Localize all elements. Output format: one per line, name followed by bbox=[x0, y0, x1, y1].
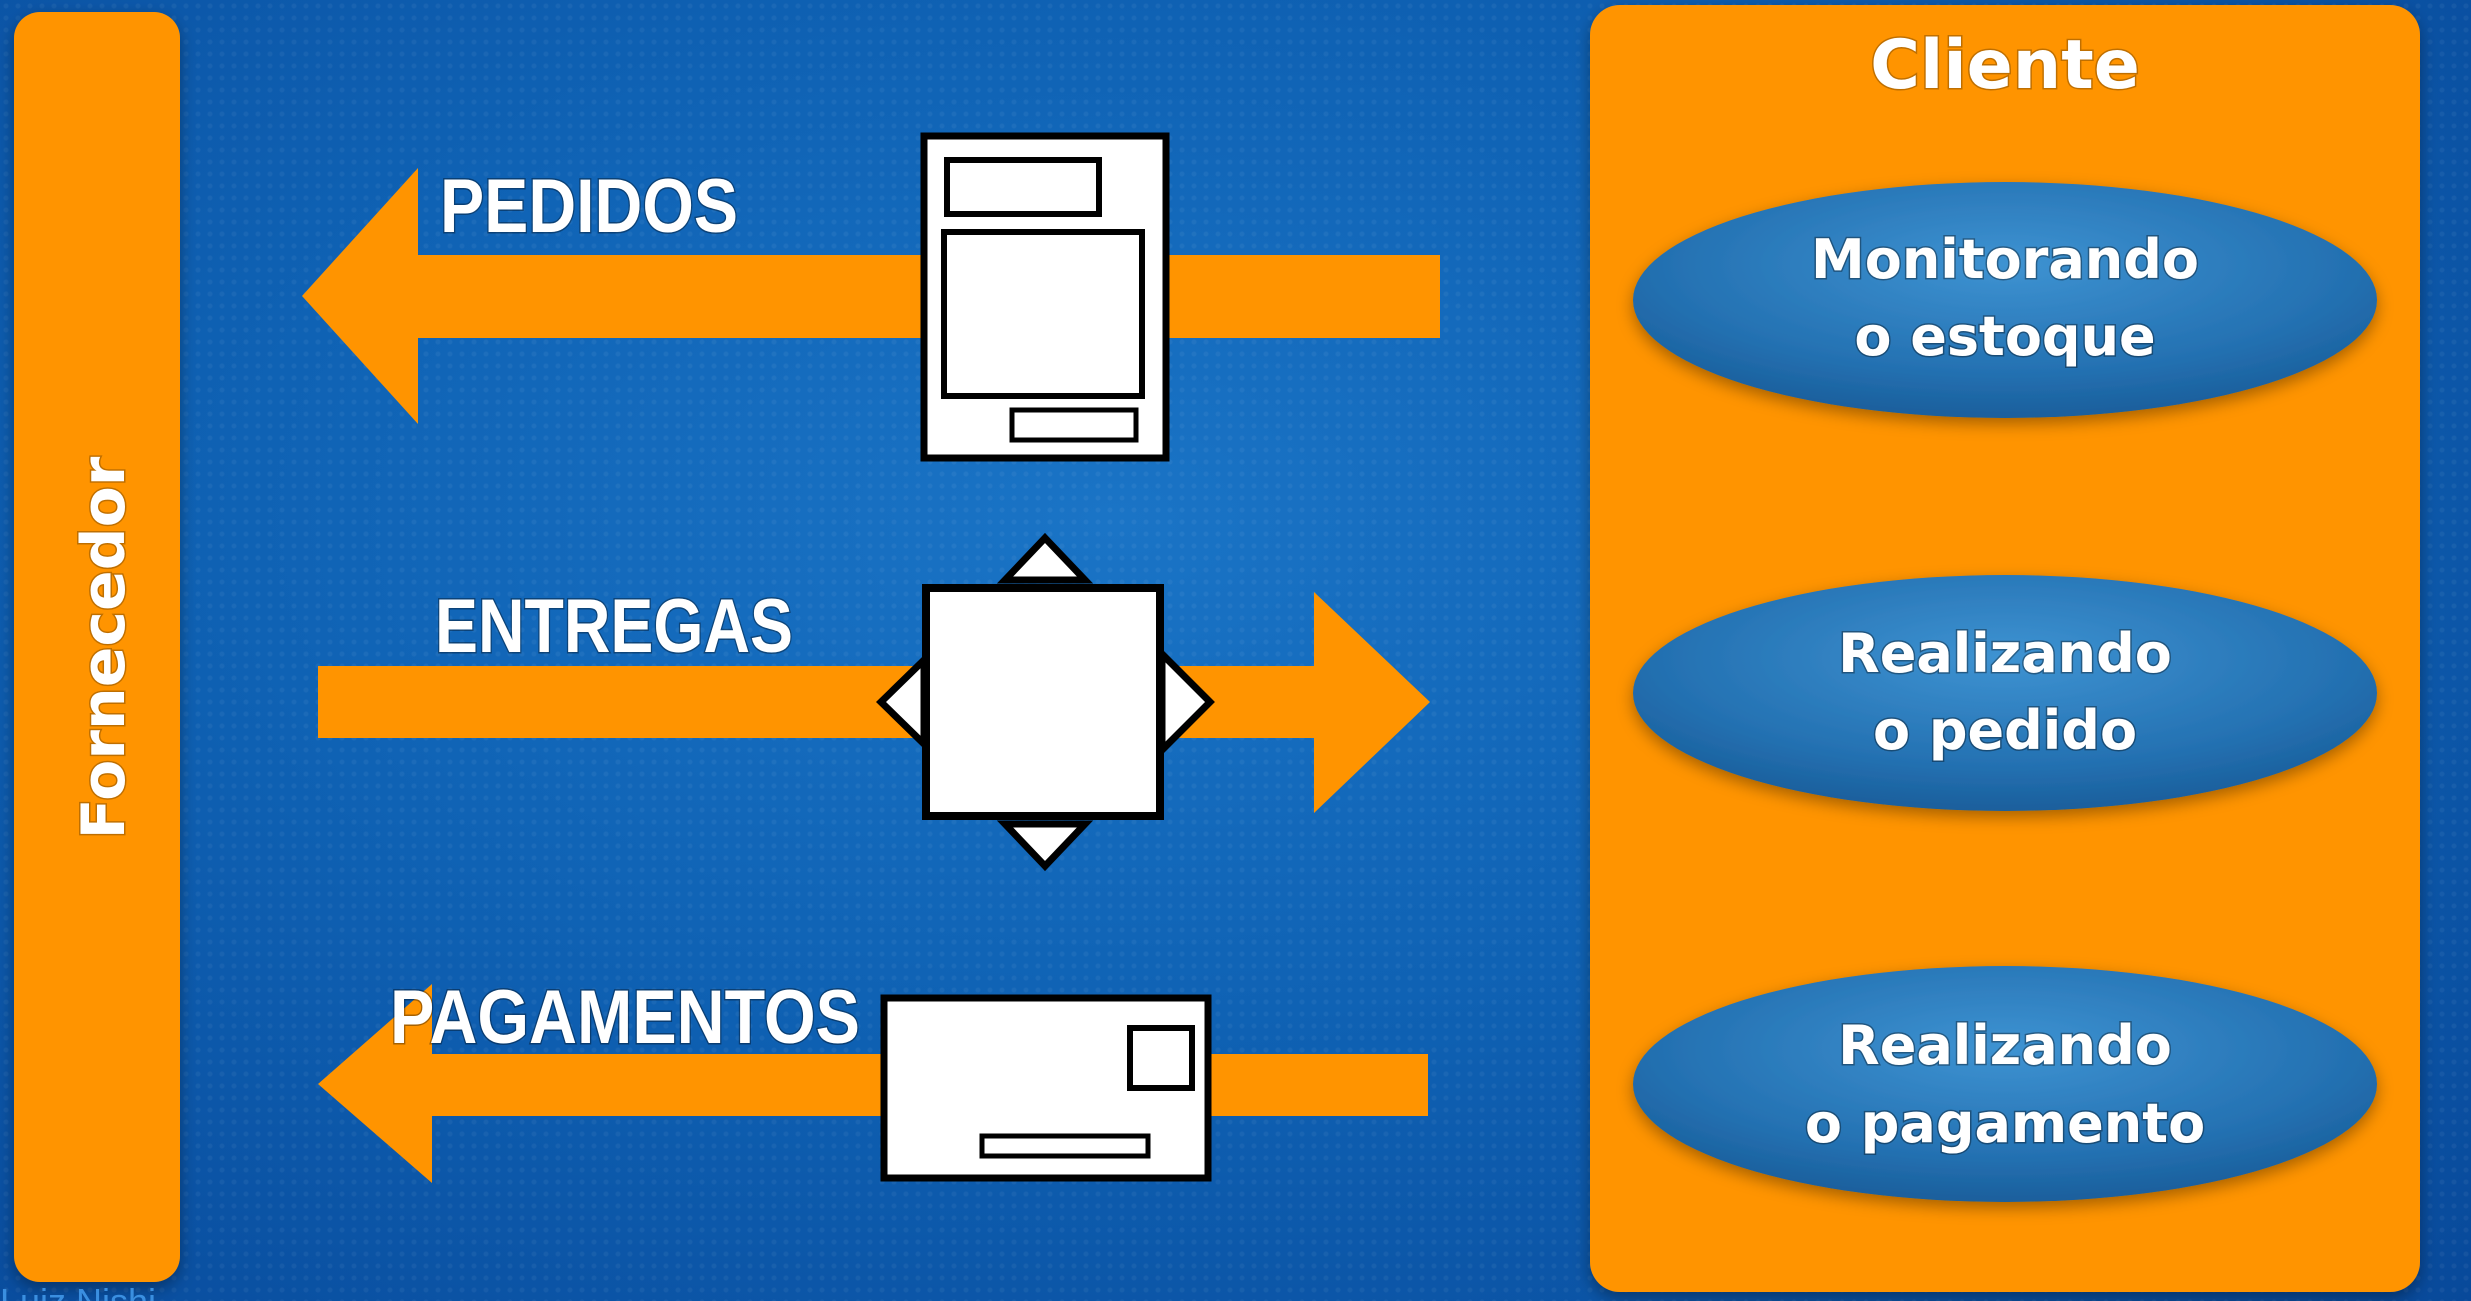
client-title: Cliente bbox=[1870, 26, 2140, 105]
activity-line1: Monitorando bbox=[1811, 228, 2199, 291]
order-document-icon bbox=[920, 132, 1170, 462]
arrow-left-icon bbox=[318, 984, 1428, 1183]
arrow-right-icon bbox=[318, 592, 1430, 813]
activity-line1: Realizando bbox=[1838, 1014, 2172, 1077]
flow-label: ENTREGAS bbox=[435, 584, 793, 669]
author-footer: Luiz Nishi bbox=[0, 1284, 400, 1301]
arrow-left-icon bbox=[302, 168, 1440, 424]
activity-line2: o pedido bbox=[1873, 699, 2137, 762]
flow-deliveries: ENTREGAS bbox=[318, 532, 1430, 872]
activity-bubble-order: Realizando o pedido bbox=[1633, 575, 2377, 811]
activity-bubble-payment: Realizando o pagamento bbox=[1633, 966, 2377, 1202]
activity-line2: o pagamento bbox=[1805, 1092, 2205, 1155]
activity-bubble-stock: Monitorando o estoque bbox=[1633, 182, 2377, 418]
package-box-icon bbox=[875, 532, 1215, 872]
supplier-panel: Fornecedor bbox=[14, 12, 180, 1282]
supplier-label: Fornecedor bbox=[69, 456, 139, 839]
flow-label: PEDIDOS bbox=[440, 164, 738, 249]
client-panel: Cliente Monitorando o estoque Realizando… bbox=[1590, 5, 2420, 1292]
flow-payments: PAGAMENTOS bbox=[318, 974, 1428, 1183]
flow-label: PAGAMENTOS bbox=[390, 975, 860, 1060]
activity-line1: Realizando bbox=[1838, 622, 2172, 685]
activity-line2: o estoque bbox=[1854, 305, 2155, 368]
payment-envelope-icon bbox=[880, 994, 1212, 1182]
flow-orders: PEDIDOS bbox=[302, 132, 1440, 462]
